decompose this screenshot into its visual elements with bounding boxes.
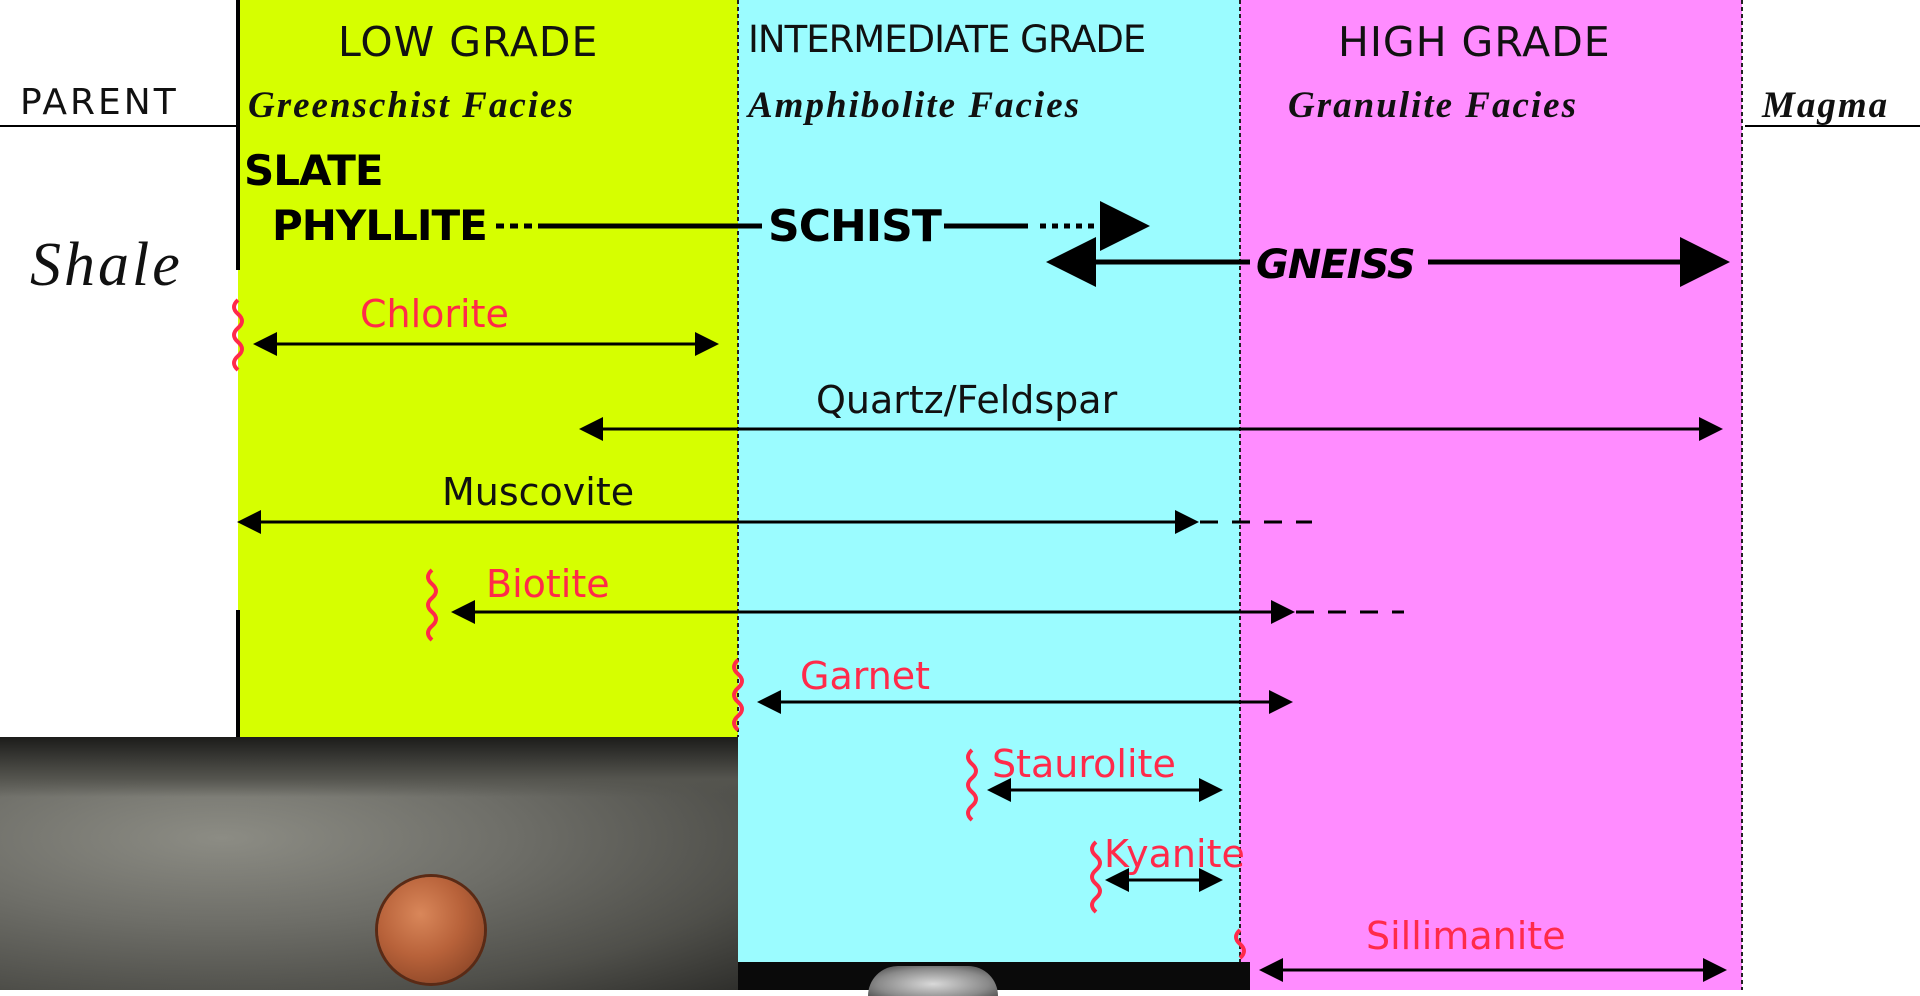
slate-rock-with-penny-photo: [0, 737, 738, 990]
amphibolite-facies-label: Amphibolite Facies: [748, 85, 1082, 126]
rock-phyllite: PHYLLITE: [272, 201, 488, 250]
mineral-label-garnet: Garnet: [800, 654, 931, 698]
rock-slate: SLATE: [244, 146, 384, 195]
mineral-label-kyanite: Kyanite: [1104, 832, 1245, 876]
chlorite-onset-wave: [232, 298, 244, 372]
low-grade-heading: LOW GRADE: [338, 18, 599, 66]
greenschist-facies-label: Greenschist Facies: [248, 85, 575, 126]
parent-rock-shale: Shale: [30, 231, 183, 299]
staurolite-onset-wave: [966, 748, 978, 822]
mineral-label-sillimanite: Sillimanite: [1366, 914, 1566, 958]
biotite-onset-wave: [426, 568, 438, 642]
penny-icon: [378, 877, 484, 983]
magma-label: Magma: [1762, 85, 1890, 126]
rock-schist: SCHIST: [768, 201, 942, 252]
kyanite-onset-wave: [1090, 840, 1102, 914]
mineral-label-staurolite: Staurolite: [992, 742, 1176, 786]
mineral-label-quartz-feldspar: Quartz/Feldspar: [816, 378, 1118, 422]
garnet-onset-wave: [732, 658, 744, 732]
high-grade-heading: HIGH GRADE: [1338, 18, 1611, 66]
high-grade-zone: [1240, 0, 1742, 990]
rock-top-edge: [0, 737, 738, 797]
rock-gneiss: GNEISS: [1256, 242, 1416, 288]
granulite-facies-label: Granulite Facies: [1288, 85, 1578, 126]
mineral-label-biotite: Biotite: [486, 562, 610, 606]
mineral-label-chlorite: Chlorite: [360, 292, 509, 336]
sillimanite-onset-wave: [1234, 928, 1246, 960]
mineral-label-muscovite: Muscovite: [442, 470, 635, 514]
intermediate-grade-zone: [738, 0, 1240, 990]
parent-heading: PARENT: [20, 82, 179, 123]
intermediate-grade-heading: INTERMEDIATE GRADE: [748, 18, 1146, 61]
